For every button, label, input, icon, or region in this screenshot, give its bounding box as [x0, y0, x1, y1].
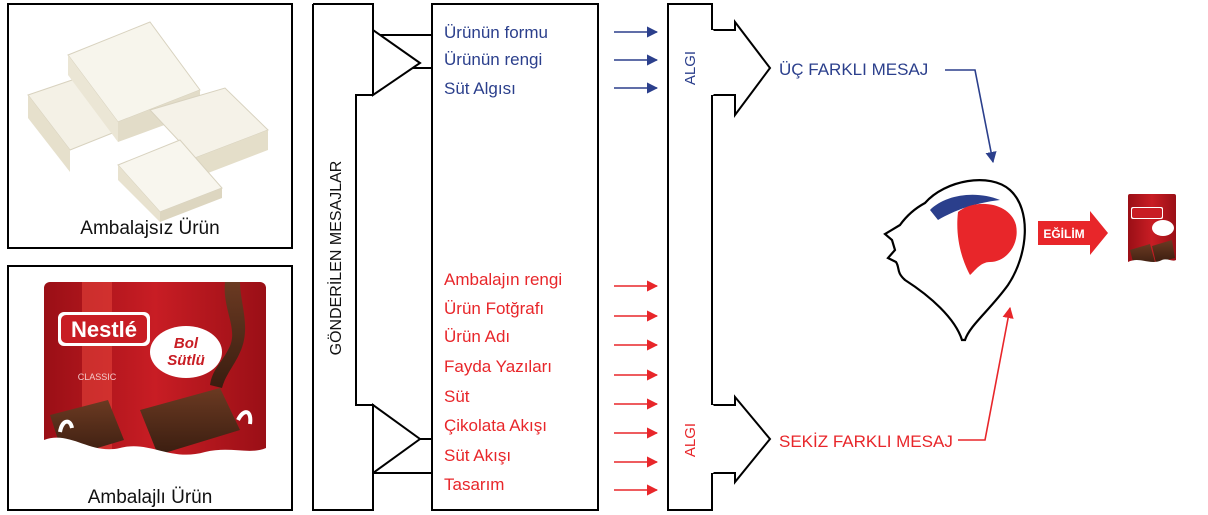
- red-input-arrows: [614, 280, 659, 496]
- red-message-item: Ambalajın rengi: [444, 270, 562, 289]
- red-message-item: Süt: [444, 387, 470, 406]
- eight-messages-label: SEKİZ FARKLI MESAJ: [779, 432, 953, 451]
- package-thumbnail: [1128, 194, 1176, 270]
- red-message-item: Ürün Fotğrafı: [444, 299, 544, 318]
- perception-label-bottom: ALGI: [682, 423, 699, 457]
- blue-message-list: Ürünün formu Ürünün rengi Süt Algısı: [444, 23, 548, 98]
- three-messages-label: ÜÇ FARKLI MESAJ: [779, 60, 928, 79]
- red-message-item: Fayda Yazıları: [444, 357, 552, 376]
- red-message-item: Ürün Adı: [444, 327, 510, 346]
- red-message-list: Ambalajın rengi Ürün Fotğrafı Ürün Adı F…: [444, 270, 562, 494]
- brand-text: Nestlé: [71, 317, 137, 342]
- perception-bar: ALGI ALGI: [667, 3, 772, 511]
- sent-messages-bracket: GÖNDERİLEN MESAJLAR: [312, 3, 433, 511]
- blue-message-item: Ürünün rengi: [444, 50, 542, 69]
- packaged-product-panel: Nestlé Bol Sütlü CLASSIC Ambalajlı Ürün: [7, 265, 293, 511]
- tendency-label: EĞİLİM: [1043, 226, 1084, 241]
- packaged-product-label: Ambalajlı Ürün: [88, 487, 213, 508]
- perception-label-top: ALGI: [682, 51, 699, 85]
- blue-connector-arrow: [945, 69, 997, 164]
- unpackaged-product-panel: Ambalajsız Ürün: [7, 3, 293, 249]
- red-message-item: Tasarım: [444, 475, 504, 494]
- red-connector-arrow: [958, 306, 1014, 441]
- bol-text: Bol: [174, 335, 199, 352]
- head-icon: [883, 179, 1026, 342]
- red-message-item: Süt Akışı: [444, 446, 511, 465]
- tendency-arrow: EĞİLİM: [1038, 211, 1108, 255]
- nestle-package-image: Nestlé Bol Sütlü CLASSIC: [44, 282, 266, 482]
- unpackaged-product-label: Ambalajsız Ürün: [80, 218, 219, 239]
- message-list-box: [431, 3, 599, 511]
- blue-input-arrows: [614, 26, 659, 94]
- blue-message-item: Süt Algısı: [444, 79, 516, 98]
- blue-message-item: Ürünün formu: [444, 23, 548, 42]
- white-chocolate-image: [27, 21, 269, 222]
- sent-messages-label: GÖNDERİLEN MESAJLAR: [326, 161, 345, 356]
- classic-text: CLASSIC: [78, 372, 117, 382]
- red-message-item: Çikolata Akışı: [444, 416, 547, 435]
- sutlu-text: Sütlü: [167, 352, 205, 369]
